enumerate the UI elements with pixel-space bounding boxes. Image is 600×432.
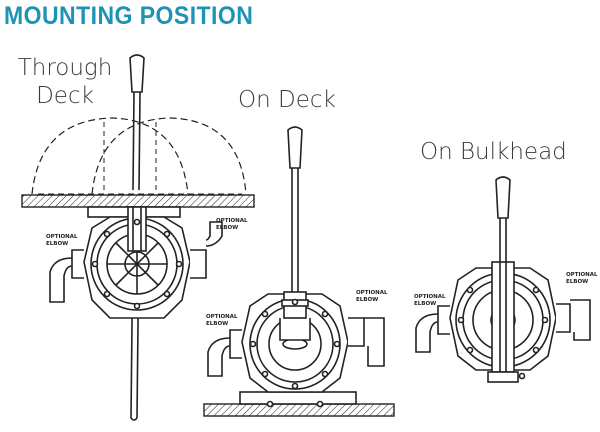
through-deck-pump (21, 54, 255, 421)
on-deck-pump (203, 126, 395, 417)
on-bulkhead-pump (415, 176, 591, 383)
through-deck-callout-optional-right: OPTIONAL (216, 218, 248, 224)
through-deck-label-line1: Through (17, 55, 113, 81)
on-deck-label: On Deck (238, 87, 336, 113)
on-deck-callout-optional-right: OPTIONAL (356, 290, 388, 296)
on-deck-callout-optional: OPTIONAL (206, 314, 238, 320)
on-deck-callout-elbow: ELBOW (206, 321, 228, 327)
through-deck-label: Through Deck (6, 54, 124, 110)
on-bulkhead-callout-elbow: ELBOW (414, 301, 436, 307)
through-deck-label-line2: Deck (36, 83, 94, 109)
page-title: MOUNTING POSITION (4, 2, 254, 30)
on-bulkhead-callout-optional: OPTIONAL (414, 294, 446, 300)
through-deck-callout-elbow-right: ELBOW (216, 225, 238, 231)
through-deck-callout-elbow: ELBOW (46, 241, 68, 247)
on-bulkhead-callout-optional-right: OPTIONAL (566, 272, 598, 278)
on-deck-callout-elbow-right: ELBOW (356, 297, 378, 303)
through-deck-callout-optional: OPTIONAL (46, 234, 78, 240)
on-bulkhead-callout-elbow-right: ELBOW (566, 279, 588, 285)
on-bulkhead-label: On Bulkhead (420, 139, 567, 165)
